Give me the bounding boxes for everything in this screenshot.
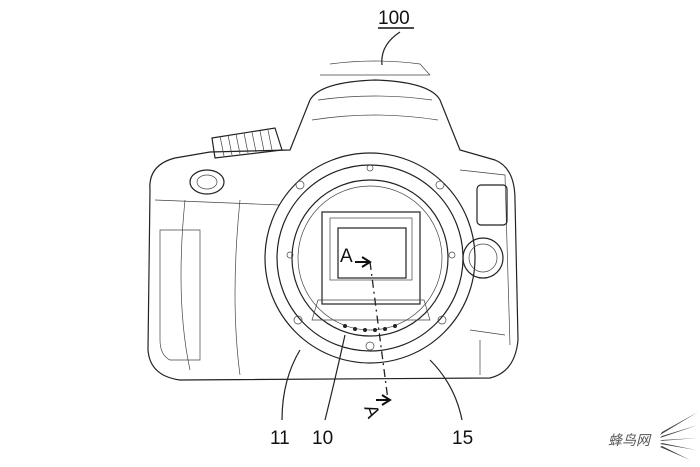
- section-arrow-bottom: [376, 394, 392, 406]
- leader-line-15: [429, 359, 463, 421]
- section-line: [369, 261, 389, 401]
- section-mark-top: A: [340, 246, 353, 267]
- reference-numeral-100: 100: [378, 8, 410, 29]
- section-mark-bottom: A: [359, 402, 383, 421]
- lens-release-button: [462, 237, 504, 279]
- lens-release-button-inner: [468, 243, 498, 273]
- electrical-contacts: [343, 324, 397, 332]
- camera-body: [147, 60, 519, 381]
- label-11: 11: [270, 428, 290, 449]
- leader-line-10: [324, 334, 346, 421]
- leader-line-11: [281, 349, 301, 421]
- section-arrow-top: [355, 256, 372, 268]
- watermark-text: 蜂鸟网: [608, 432, 650, 448]
- label-10: 10: [312, 428, 333, 449]
- mirror-box: [311, 211, 431, 332]
- watermark-logo-icon: [660, 412, 698, 460]
- leader-line-100: [381, 31, 401, 66]
- lens-mount: [264, 152, 476, 364]
- label-15: 15: [452, 428, 473, 449]
